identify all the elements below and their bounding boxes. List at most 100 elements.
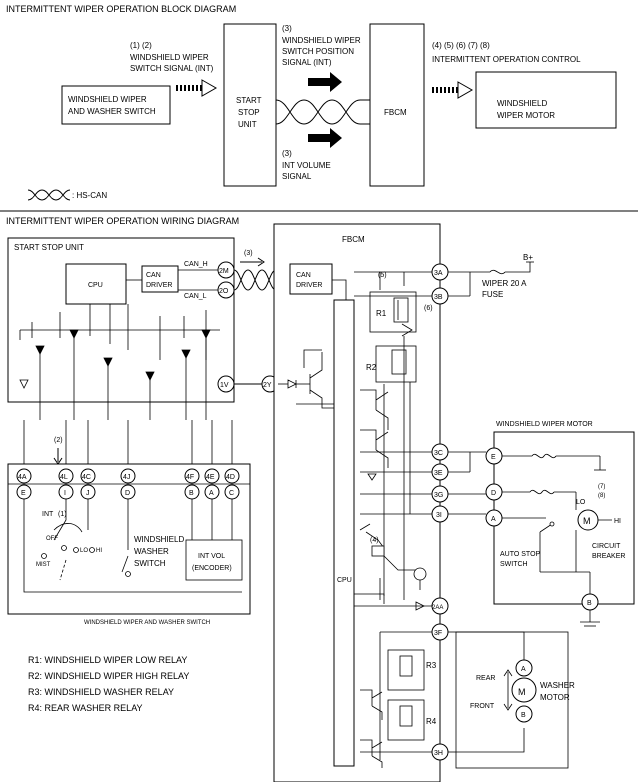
wiper-motor-m: M [583,516,591,526]
ssu-can-driver-label-2: DRIVER [146,282,172,289]
legend-r1: R1: WINDSHIELD WIPER LOW RELAY [28,655,187,665]
ssu-internal-circuit [19,304,220,420]
fuse-label-1: WIPER 20 A [482,279,527,288]
auto-stop-label-1: AUTO STOP [500,551,541,558]
ssu-label-3: UNIT [238,120,257,129]
washer-switch-label-3: SWITCH [134,559,166,568]
switch-off-label: OFF [46,536,58,542]
ref-8: (8) [598,493,605,499]
switch-connector-pins: 4A 4L 4C 4J 4F 4E 4D E I J D B A [16,468,240,500]
motor-lo-label: LO [576,499,586,506]
switch-int-label: INT [42,511,54,518]
terminal-3e-label: 3E [434,470,443,477]
volume-signal-label-2: SIGNAL [282,172,312,181]
ref-3-bottom: (3) [282,149,292,158]
fbcm-2y-input-circuit [278,349,334,409]
motor-terminal-b-label: B [587,600,592,607]
ssu-label-1: START [236,96,262,105]
pin-4f: 4F [186,474,194,481]
wiper-fuse-circuit [448,261,534,297]
pin-b: B [189,490,194,497]
terminal-3i-label: 3I [436,512,442,519]
pin-4a: 4A [18,474,27,481]
switch-signal-arrow [174,79,218,97]
legend-r2: R2: WINDSHIELD WIPER HIGH RELAY [28,671,189,681]
pin-i: I [64,490,66,497]
switch-block-label-1: WINDSHIELD WIPER [68,95,147,104]
pin-d: D [125,490,130,497]
terminal-3h-label: 3H [434,750,443,757]
washer-terminal-b-label: B [521,712,526,719]
terminal-2aa-label: 2AA [432,605,443,611]
switch-signal-label-2: SWITCH SIGNAL (INT) [130,64,214,73]
b-plus-label: B+ [523,253,533,262]
ssu-terminals: 2M 2O 1V [217,261,235,393]
legend-hs-can: : HS-CAN [72,191,107,200]
pin-4d: 4D [226,474,235,481]
ssu-cpu [65,263,127,305]
terminal-3g-label: 3G [434,492,443,499]
wiper-motor-wiring-title: WINDSHIELD WIPER MOTOR [496,421,593,428]
int-vol-label-1: INT VOL [198,553,225,560]
terminal-2aa [431,597,449,615]
legend-r3: R3: WINDSHIELD WASHER RELAY [28,687,174,697]
washer-motor-label-2: MOTOR [540,693,570,702]
switch-internal-wiring [23,499,243,593]
legend-r4: R4: REAR WASHER RELAY [28,703,143,713]
legend-twisted-pair-icon [27,189,71,201]
pin-4e: 4E [206,474,215,481]
motor-terminal-d-label: D [491,490,496,497]
fbcm-cpu-label: CPU [337,577,352,584]
fbcm-block-label: FBCM [384,108,407,117]
terminal-1v-label: 1V [220,382,229,389]
ssu-block [223,23,277,187]
ssu-label-2: STOP [238,108,260,117]
wiring-diagram-title: INTERMITTENT WIPER OPERATION WIRING DIAG… [6,216,239,226]
ref-5: (5) [378,272,387,279]
washer-motor-m: M [518,687,526,697]
terminal-2m-label: 2M [219,268,229,275]
ssu-cpu-label: CPU [88,282,103,289]
ssu-wiring-title: START STOP UNIT [14,243,84,252]
relay-r3: R3 [426,661,437,670]
switch-caption: WINDSHIELD WIPER AND WASHER SWITCH [84,620,210,626]
washer-terminal-a-label: A [521,666,526,673]
volume-signal-arrow [308,128,342,148]
control-arrow [430,81,474,99]
ssu-can-driver [141,265,179,293]
switch-block [61,85,171,125]
block-diagram: INTERMITTENT WIPER OPERATION BLOCK DIAGR… [6,4,617,201]
fbcm-can-driver-label-1: CAN [296,272,311,279]
ref-6: (6) [424,305,433,312]
switch-signal-label-1: WINDSHIELD WIPER [130,53,209,62]
rear-label: REAR [476,675,495,682]
pin-c: C [229,490,234,497]
pin-a: A [209,490,214,497]
washer-direction-arrows [503,669,513,711]
pin-4l: 4L [60,474,68,481]
motor-terminal-e [485,447,503,465]
wiper-motor-label-2: WIPER MOTOR [497,111,555,120]
terminal-3c-label: 3C [434,450,443,457]
wiper-motor-block [475,71,617,129]
switch-hi-label: HI [96,548,102,554]
hs-can-twisted-pair [275,99,370,125]
intermittent-control-label: INTERMITTENT OPERATION CONTROL [432,55,581,64]
terminal-3f-label: 3F [434,630,442,637]
wiper-motor-symbol [577,509,599,531]
switch-block-label-2: AND WASHER SWITCH [68,107,156,116]
wiper-motor-label-1: WINDSHIELD [497,99,547,108]
position-signal-label-3: SIGNAL (INT) [282,58,332,67]
can-l-label: CAN_L [184,293,207,300]
ssu-to-switch-wires [23,420,233,466]
pin-j: J [86,490,90,497]
ssu-can-driver-label-1: CAN [146,272,161,279]
motor-terminal-e-label: E [491,454,496,461]
terminal-3a-label: 3A [434,270,443,277]
switch-lo-label: LO [80,548,88,554]
auto-stop-label-2: SWITCH [500,561,528,568]
motor-hi-label: HI [614,518,621,525]
ref-2-arrow [53,448,63,465]
fbcm-block [369,23,425,187]
motor-terminal-a-label: A [491,516,496,523]
